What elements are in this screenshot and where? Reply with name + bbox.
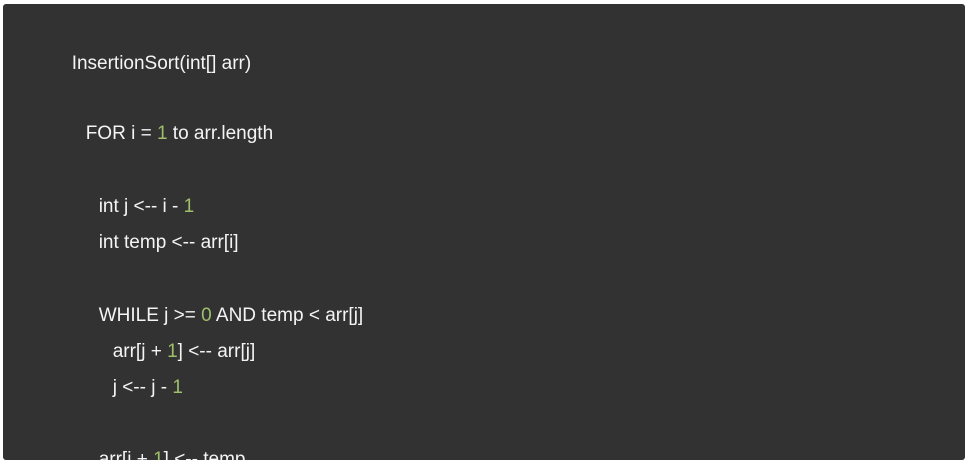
code-line-decrement-j: j <-- j - 1	[81, 346, 183, 398]
code-text: j <-- j -	[112, 377, 173, 398]
code-line-for-loop: FOR i = 1 to arr.length	[54, 92, 273, 144]
code-block: InsertionSort(int[] arr) FOR i = 1 to ar…	[3, 4, 965, 460]
code-number: 1	[172, 377, 183, 398]
code-text: int j <-- i -	[98, 196, 184, 217]
code-text: WHILE j >=	[98, 305, 202, 326]
code-number: 1	[167, 341, 178, 362]
code-number: 1	[153, 449, 164, 460]
code-number: 0	[201, 305, 212, 326]
code-text: ] <-- temp	[163, 449, 246, 460]
code-line-function-signature: InsertionSort(int[] arr)	[40, 22, 252, 74]
code-number: 1	[156, 123, 168, 144]
code-line-declare-temp: int temp <-- arr[i]	[67, 201, 239, 253]
code-line-shift-element: arr[j + 1] <-- arr[j]	[81, 310, 256, 362]
code-line-declare-j: int j <-- i - 1	[67, 165, 195, 217]
code-text: to arr.length	[167, 123, 274, 144]
code-line-insert-temp: arr[j + 1] <-- temp	[67, 418, 246, 460]
code-number: 1	[183, 196, 195, 217]
code-text: FOR i =	[85, 123, 157, 144]
code-text: arr[j +	[112, 341, 168, 362]
code-text: int temp <-- arr[i]	[98, 232, 239, 253]
code-line-while-loop: WHILE j >= 0 AND temp < arr[j]	[67, 274, 364, 326]
code-text: InsertionSort(int[] arr)	[71, 53, 252, 74]
code-text: AND temp < arr[j]	[211, 305, 364, 326]
code-text: arr[j +	[98, 449, 154, 460]
code-text: ] <-- arr[j]	[177, 341, 256, 362]
